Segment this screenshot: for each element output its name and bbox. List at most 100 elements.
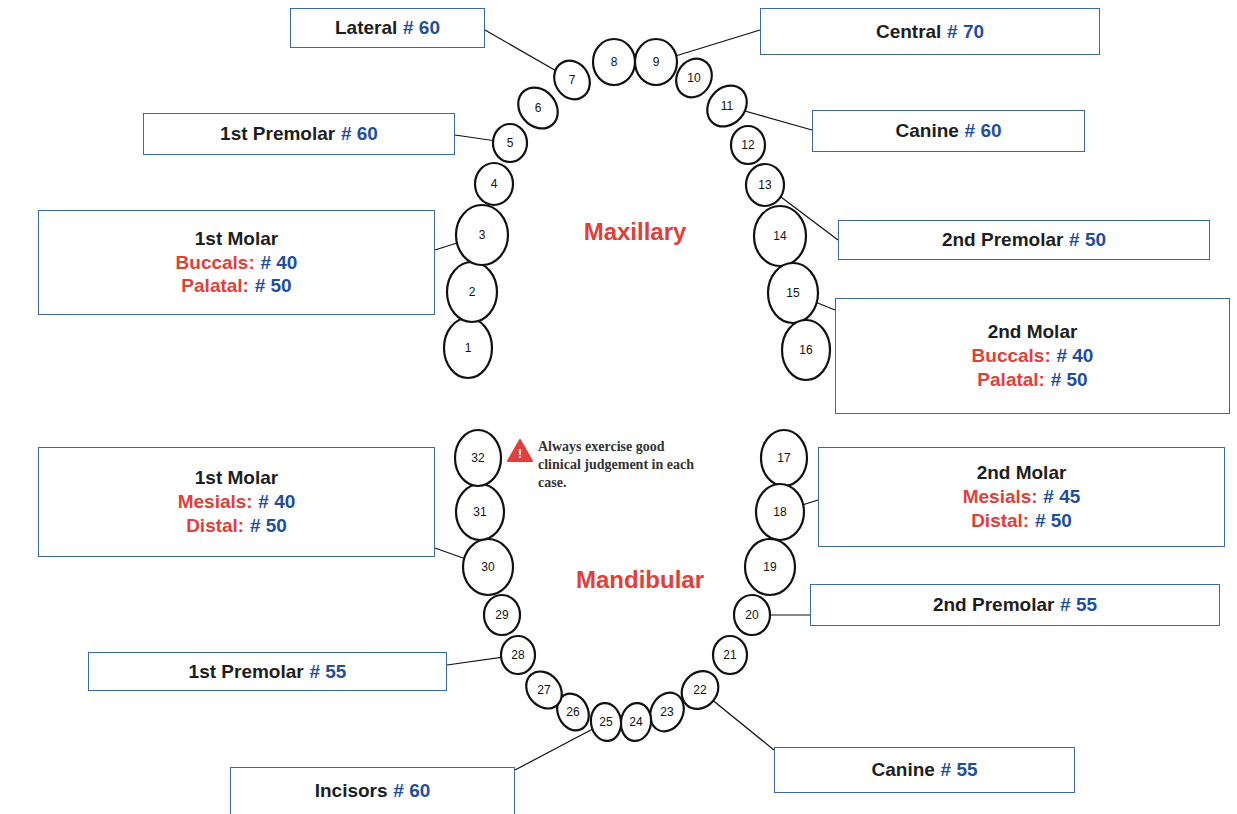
tooth-name: Incisors — [315, 780, 388, 801]
tooth-outline — [484, 595, 520, 635]
file-size: # 40 — [260, 252, 297, 273]
teeth — [444, 39, 830, 743]
tooth-number: 28 — [511, 648, 524, 662]
label-box: 1st MolarMesials:# 40Distal:# 50 — [38, 447, 435, 557]
tooth-outline — [501, 636, 535, 674]
tooth-number: 24 — [629, 715, 642, 729]
tooth-outline — [589, 701, 624, 743]
file-size: # 60 — [403, 17, 440, 38]
tooth-number: 2 — [469, 285, 476, 299]
file-size: # 55 — [1060, 594, 1097, 615]
text-line: 2nd Molar — [972, 320, 1094, 344]
tooth-outline — [731, 126, 765, 164]
caution-note: Always exercise good clinical judgement … — [538, 438, 710, 493]
file-size: # 70 — [947, 21, 984, 42]
tooth-outline — [782, 320, 830, 380]
canal-name: Mesials: — [178, 491, 253, 512]
tooth-outline — [734, 595, 770, 635]
tooth-outline — [644, 687, 690, 737]
canal-name: Buccals: — [972, 345, 1051, 366]
text-line: Mesials:# 45 — [963, 485, 1081, 509]
text-line: Palatal: # 50 — [176, 274, 298, 298]
tooth-number: 10 — [687, 71, 700, 85]
tooth-number: 21 — [723, 648, 736, 662]
tooth-outline — [754, 206, 806, 266]
file-size: # 60 — [341, 123, 378, 144]
canal-name: Buccals: — [176, 252, 255, 273]
text-line: 1st Premolar# 55 — [189, 660, 347, 684]
box-text: 1st MolarBuccals:# 40Palatal:# 50 — [176, 227, 298, 298]
tooth-outline — [745, 539, 795, 595]
canal-name: Palatal: — [977, 369, 1045, 390]
tooth-name: 2nd Premolar — [933, 594, 1054, 615]
tooth-number: 19 — [763, 560, 776, 574]
text-line: Central# 70 — [876, 20, 984, 44]
tooth-outline — [547, 54, 596, 106]
file-size: # 50 — [250, 515, 287, 536]
tooth-number: 31 — [473, 505, 486, 519]
tooth-name: 2nd Premolar — [942, 229, 1063, 250]
tooth-number: 8 — [611, 55, 618, 69]
box-text: 2nd Premolar # 55 — [933, 593, 1097, 617]
text-line: Buccals:# 40 — [176, 251, 298, 275]
tooth-number: 26 — [566, 705, 579, 719]
box-text: 2nd MolarBuccals:# 40 Palatal: # 50 — [972, 320, 1094, 391]
label-box: 1st MolarBuccals:# 40Palatal:# 50 — [38, 210, 435, 315]
file-size: # 60 — [965, 120, 1002, 141]
tooth-number: 11 — [721, 99, 733, 113]
text-line: Mesials:# 40 — [178, 490, 296, 514]
tooth-number: 32 — [471, 451, 484, 465]
canal-name: Palatal: — [181, 275, 249, 296]
tooth-number: 3 — [479, 228, 486, 242]
tooth-number: 7 — [569, 73, 576, 87]
tooth-number: 5 — [507, 136, 514, 150]
tooth-outline — [455, 430, 501, 486]
box-text: 1st Premolar# 60 — [220, 122, 378, 146]
label-box: 1st Premolar# 60 — [143, 113, 455, 155]
tooth-outline — [761, 430, 807, 486]
box-text: 2nd MolarMesials:# 45Distal:# 50 — [963, 461, 1081, 532]
tooth-outline — [635, 39, 677, 85]
file-size: # 50 — [1035, 510, 1072, 531]
tooth-name: 2nd Molar — [988, 321, 1078, 342]
file-size: # 50 — [1051, 369, 1088, 390]
file-size: # 50 — [1069, 229, 1106, 250]
label-box: Central# 70 — [760, 8, 1100, 55]
box-text: Lateral # 60 — [335, 16, 440, 40]
tooth-outline — [756, 484, 804, 540]
file-size: # 55 — [309, 661, 346, 682]
label-box: Incisors# 60 — [230, 767, 515, 814]
text-line: 1st Molar — [176, 227, 298, 251]
label-box: Lateral # 60 — [290, 8, 485, 48]
box-text: 1st Premolar# 55 — [189, 660, 347, 684]
tooth-number: 18 — [773, 505, 786, 519]
file-size: # 40 — [1056, 345, 1093, 366]
tooth-name: Canine — [895, 120, 958, 141]
text-line: 1st Molar — [178, 466, 296, 490]
tooth-number: 27 — [537, 683, 550, 697]
tooth-number: 30 — [481, 560, 494, 574]
tooth-outline — [456, 484, 504, 540]
tooth-number: 6 — [535, 101, 542, 115]
box-text: Canine# 55 — [871, 758, 977, 782]
text-line: Canine # 60 — [895, 119, 1001, 143]
box-text: Canine # 60 — [895, 119, 1001, 143]
tooth-outline — [444, 318, 492, 378]
tooth-name: 1st Premolar — [189, 661, 304, 682]
text-line: Lateral # 60 — [335, 16, 440, 40]
tooth-number: 15 — [786, 286, 799, 300]
file-size: # 50 — [255, 275, 292, 296]
tooth-number: 25 — [599, 715, 612, 729]
tooth-outline — [447, 262, 497, 322]
warning-icon — [508, 440, 532, 461]
text-line: Canine# 55 — [871, 758, 977, 782]
box-text: Central# 70 — [876, 20, 984, 44]
label-box: Canine# 55 — [774, 747, 1075, 793]
text-line: Distal:# 50 — [963, 509, 1081, 533]
arch-name: Maxillary — [584, 218, 687, 246]
tooth-outline — [713, 636, 747, 674]
warning-mark: ! — [518, 447, 522, 461]
tooth-name: Lateral — [335, 17, 397, 38]
tooth-number: 12 — [741, 138, 754, 152]
tooth-outline — [463, 539, 513, 595]
